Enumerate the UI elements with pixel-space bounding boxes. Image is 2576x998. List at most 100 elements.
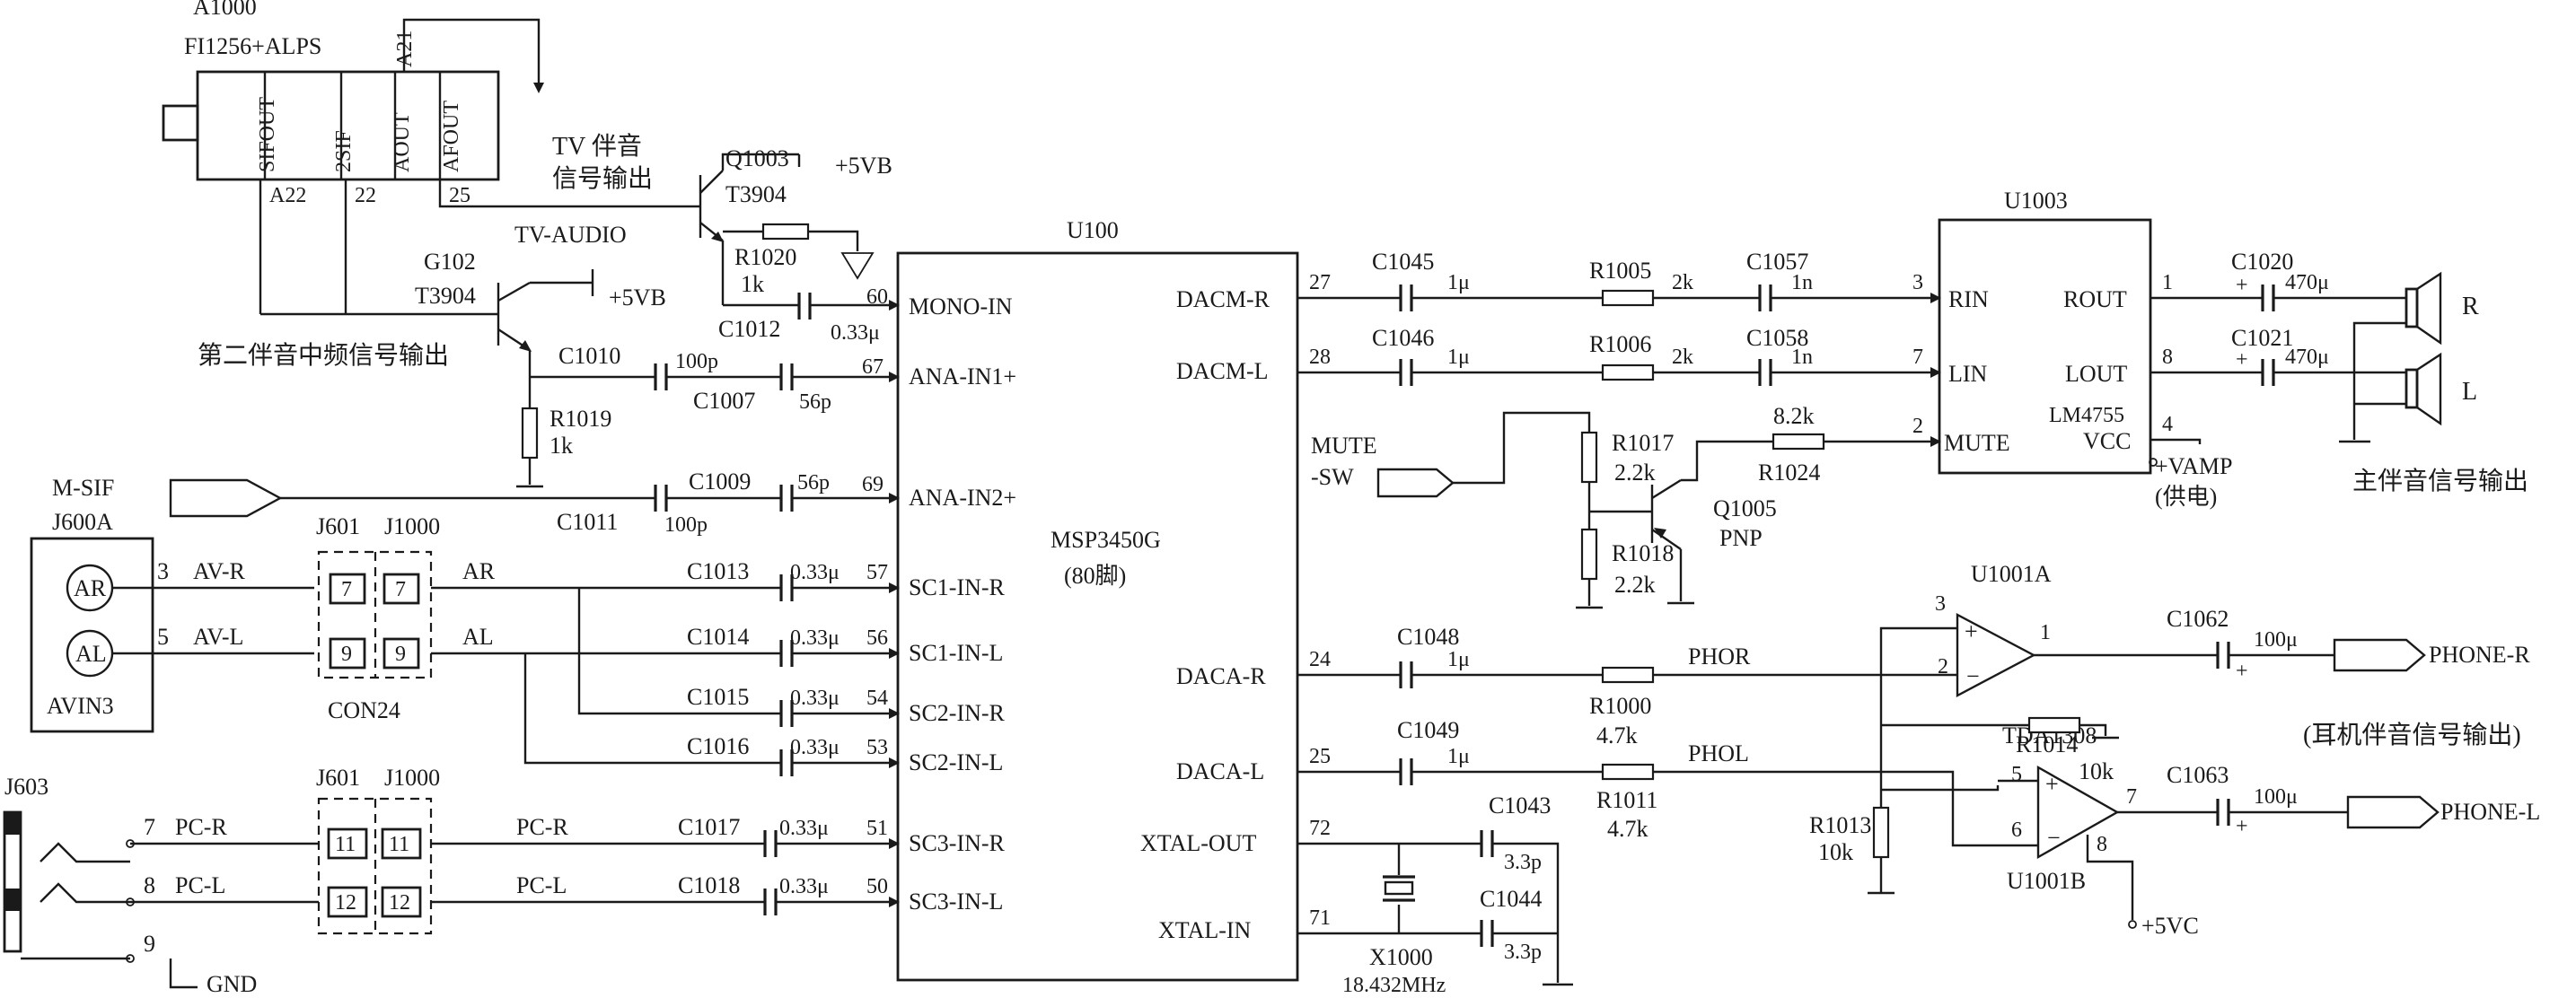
con24-j601: J601 (316, 513, 360, 539)
main-out-label: 主伴音信号输出 (2352, 467, 2528, 495)
c1063-ref: C1063 (2167, 762, 2229, 788)
u1001a-pin-minus: 2 (1938, 655, 1948, 678)
pc-pin11-b: 11 (389, 833, 409, 856)
pc-j601: J601 (316, 765, 360, 791)
r1017-value: 2.2k (1614, 460, 1656, 486)
xtal-out-pin: 72 (1309, 817, 1331, 840)
r1005-ref: R1005 (1589, 258, 1651, 284)
avin-pin-l: 5 (157, 624, 169, 650)
ic-u100: U100 MSP3450G (80脚) MONO-IN ANA-IN1+ ANA… (896, 217, 1299, 982)
c1011-ref: C1011 (557, 509, 618, 535)
u100-ref: U100 (1067, 217, 1119, 243)
c1057-ref: C1057 (1746, 249, 1808, 275)
c1046-value: 1μ (1447, 346, 1470, 369)
r1014-value: 10k (2079, 758, 2114, 784)
avin-jack-r: AR (74, 575, 107, 601)
u1001b-pin-plus: 5 (2011, 763, 2022, 786)
r1019-ref: R1019 (549, 406, 611, 432)
pc-pin11-a: 11 (335, 833, 356, 856)
rin-pin: 3 (1912, 271, 1923, 294)
mute-sw-2: -SW (1311, 464, 1354, 490)
lin-pin: 7 (1912, 346, 1923, 369)
u100-daca-l: DACA-L (1176, 758, 1264, 784)
j603-pin-r: 7 (144, 814, 155, 840)
r1019-value: 1k (549, 433, 573, 459)
u100-sc2-in-l: SC2-IN-L (909, 749, 1003, 775)
polarity-mark: − (2047, 825, 2061, 851)
ana2-pin: 69 (862, 473, 884, 496)
polarity-mark: + (2236, 660, 2248, 683)
c1017-pin: 51 (866, 817, 888, 840)
c1045-value: 1μ (1447, 271, 1470, 294)
u100-dacm-l: DACM-L (1176, 358, 1269, 384)
phone-r-connector (2333, 638, 2426, 672)
c1012-value: 0.33μ (831, 321, 880, 345)
r1024-ref: R1024 (1758, 460, 1820, 486)
pc-l-net: PC-L (516, 872, 567, 898)
phone-r: PHONE-R (2429, 642, 2530, 668)
q1003-ref: Q1003 (725, 145, 789, 171)
phol-net: PHOL (1688, 740, 1749, 766)
c1015-pin: 54 (866, 687, 888, 710)
u100-sc1-in-r: SC1-IN-R (909, 574, 1006, 600)
pc-r-in: PC-R (175, 814, 227, 840)
tuner-pin-22: 22 (355, 184, 376, 207)
msif-connector (169, 478, 283, 518)
con24-pin9-b: 9 (395, 643, 406, 666)
c1015-ref: C1015 (687, 684, 749, 710)
c1020-ref: C1020 (2231, 249, 2293, 275)
phone-l: PHONE-L (2440, 799, 2540, 825)
c1062-value: 100μ (2254, 628, 2298, 652)
speaker-l (2405, 352, 2442, 426)
c1011-value: 100p (664, 513, 708, 537)
c1043-value: 3.3p (1504, 851, 1542, 874)
c1013-ref: C1013 (687, 558, 749, 584)
c1058-value: 1n (1791, 346, 1813, 369)
c1018-ref: C1018 (678, 872, 740, 898)
c1048-ref: C1048 (1397, 624, 1459, 650)
con24-ref: CON24 (328, 697, 400, 723)
tv-audio-label-1: TV 伴音 (552, 132, 642, 161)
xtal-in-pin: 71 (1309, 906, 1331, 930)
r1024-value: 8.2k (1773, 403, 1815, 429)
sc-input-caps: C1013 0.33μ 57 C1014 0.33μ 56 C1015 0.33… (678, 558, 900, 915)
g102-type: T3904 (415, 283, 476, 309)
c1045-ref: C1045 (1372, 249, 1434, 275)
u1003-part: LM4755 (2049, 404, 2124, 427)
con24-pin7-a: 7 (341, 578, 352, 601)
rout-pin: 1 (2162, 271, 2173, 294)
phor-net: PHOR (1688, 643, 1751, 670)
c1043-ref: C1043 (1489, 792, 1551, 819)
phone-l-connector (2346, 795, 2440, 829)
ana1-pin: 67 (862, 355, 884, 379)
tuner-ref: A1000 (193, 0, 257, 20)
tuner-pin-sifout: SIFOUT (256, 97, 279, 172)
r1011-ref: R1011 (1596, 787, 1657, 813)
u100-mono-in: MONO-IN (909, 293, 1013, 320)
c1013-pin: 57 (866, 561, 888, 584)
c1014-pin: 56 (866, 626, 888, 650)
c1049-value: 1μ (1447, 745, 1470, 768)
pc-pin12-a: 12 (335, 891, 356, 915)
c1013-value: 0.33μ (790, 561, 840, 584)
avin3-connector: AR AL AVIN3 (30, 537, 154, 733)
daca-r-pin: 24 (1309, 648, 1331, 671)
x1000-ref: X1000 (1369, 944, 1433, 970)
c1057-value: 1n (1791, 271, 1813, 294)
crystal-x1000 (1383, 875, 1415, 902)
r1018-value: 2.2k (1614, 572, 1656, 598)
u100-package: (80脚) (1064, 563, 1126, 589)
j603-ref: J603 (4, 774, 48, 800)
tuner-model: FI1256+ALPS (184, 33, 321, 59)
u100-ana-in1: ANA-IN1+ (909, 363, 1016, 390)
u1003-rin: RIN (1948, 286, 1989, 312)
j603-pin-gnd: 9 (144, 931, 155, 957)
c1014-ref: C1014 (687, 624, 749, 650)
c1020-value: 470μ (2285, 271, 2329, 294)
tuner-pin-aout: AOUT (391, 112, 414, 172)
u1001b-pin-minus: 6 (2011, 819, 2022, 842)
u1003-lin: LIN (1948, 361, 1988, 387)
u1001b-pin-supply: 8 (2097, 833, 2107, 856)
vcc-pin: 4 (2162, 413, 2173, 436)
